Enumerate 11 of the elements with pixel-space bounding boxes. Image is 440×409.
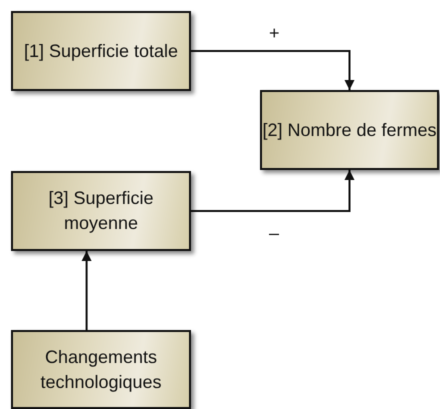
arrow: [82, 251, 92, 330]
arrow: [191, 170, 354, 212]
process-box: [11, 330, 191, 409]
process-box: [11, 11, 191, 91]
process-box: [11, 171, 191, 251]
box-label: Changements technologiques: [39, 346, 163, 394]
box-label: [2] Nombre de fermes: [262, 118, 437, 142]
box-label: [1] Superficie totale: [24, 40, 178, 63]
arrow: [191, 50, 354, 90]
process-box: [260, 90, 439, 170]
box-label: [3] Superficie moyenne: [47, 187, 155, 235]
